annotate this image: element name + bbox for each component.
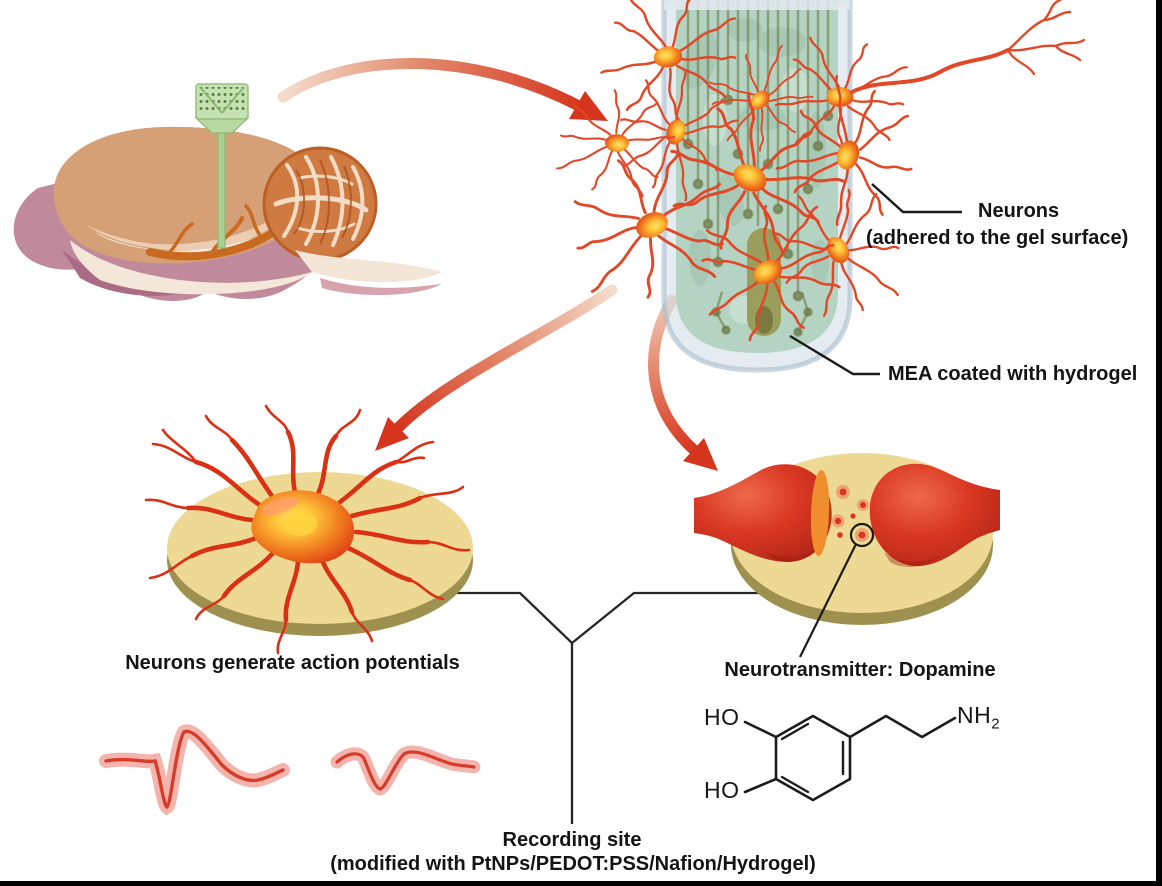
spike-waveforms [99,724,481,816]
flow-arrow-probe-to-synapse [648,294,718,471]
recording-site-label-line1: Recording site [502,829,642,851]
synapse-illustration [694,453,1000,658]
hydroxyl-top-label: HO [704,704,740,730]
amine-subscript: 2 [991,715,1001,733]
neurons-label-line2: (adhered to the gel surface) [866,227,1129,249]
adhered-neurons [548,0,1086,352]
action-potentials-label: Neurons generate action potentials [125,652,460,674]
cerebellum [262,146,378,262]
dopamine-label-leader [799,543,857,658]
mea-label-leader [789,334,880,376]
flow-arrow-probe-to-neuron [375,284,618,451]
dopamine-highlight-circle [849,522,875,548]
mea-label: MEA coated with hydrogel [888,363,1138,385]
hydroxyl-bottom-label: HO [704,777,740,803]
amine-nh: NH [957,702,992,728]
neurons-label-leader [871,183,962,214]
implanted-mea-device [194,83,250,249]
neuron-on-disc-illustration [144,404,473,655]
neurotransmitter-label: Neurotransmitter: Dopamine [724,659,996,681]
rodent-brain-illustration [13,83,442,302]
recording-site-label-line2: (modified with PtNPs/PEDOT:PSS/Nafion/Hy… [330,853,816,875]
neurons-label-line1: Neurons [978,200,1060,222]
flow-arrow-brain-to-probe [277,58,608,121]
dopamine-structure-bonds [743,714,957,802]
axon [850,0,1086,94]
amine-label: NH2 [957,702,1000,733]
dopamine-molecules [831,485,869,542]
